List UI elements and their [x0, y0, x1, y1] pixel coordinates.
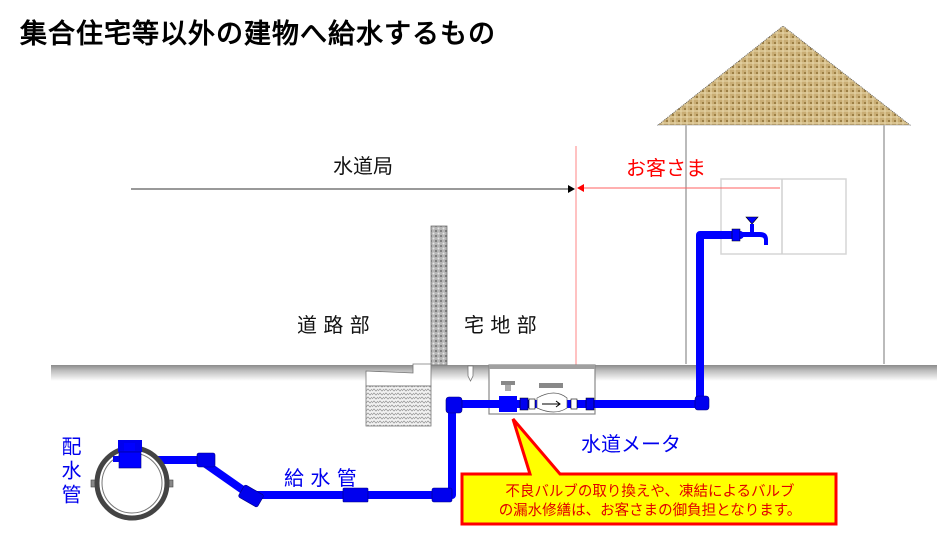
callout-line-1: 不良バルブの取り換えや、凍結によるバルブ: [505, 484, 795, 500]
callout-line-2: の漏水修繕は、お客さまの御負担となります。: [498, 503, 802, 519]
valve-icon: [499, 396, 517, 412]
page-title: 集合住宅等以外の建物へ給水するもの: [20, 19, 496, 50]
pipe-couplings: [196, 395, 710, 508]
residential-section-label: 宅 地 部: [464, 313, 537, 337]
callout-box: [460, 418, 838, 526]
customer-label: お客さま: [626, 156, 706, 180]
house-roof-icon: [656, 25, 912, 126]
water-meter-label: 水道メータ: [581, 432, 681, 456]
road-curb: [365, 363, 432, 427]
house: [656, 25, 912, 364]
road-section-label: 道 路 部: [297, 313, 370, 337]
water-bureau-label: 水道局: [333, 154, 393, 178]
distribution-main-icon: [90, 440, 174, 521]
boundary-stake-icon: [467, 365, 474, 382]
property-wall: [430, 225, 448, 366]
water-meter-icon: [499, 381, 595, 413]
window: [720, 178, 847, 255]
service-pipe-label: 給 水 管: [284, 466, 357, 490]
distribution-pipe-label: 配水管: [58, 436, 82, 508]
faucet-icon: [731, 216, 768, 245]
callout-text: 不良バルブの取り換えや、凍結によるバルブ の漏水修繕は、お客さまの御負担となりま…: [466, 483, 834, 521]
